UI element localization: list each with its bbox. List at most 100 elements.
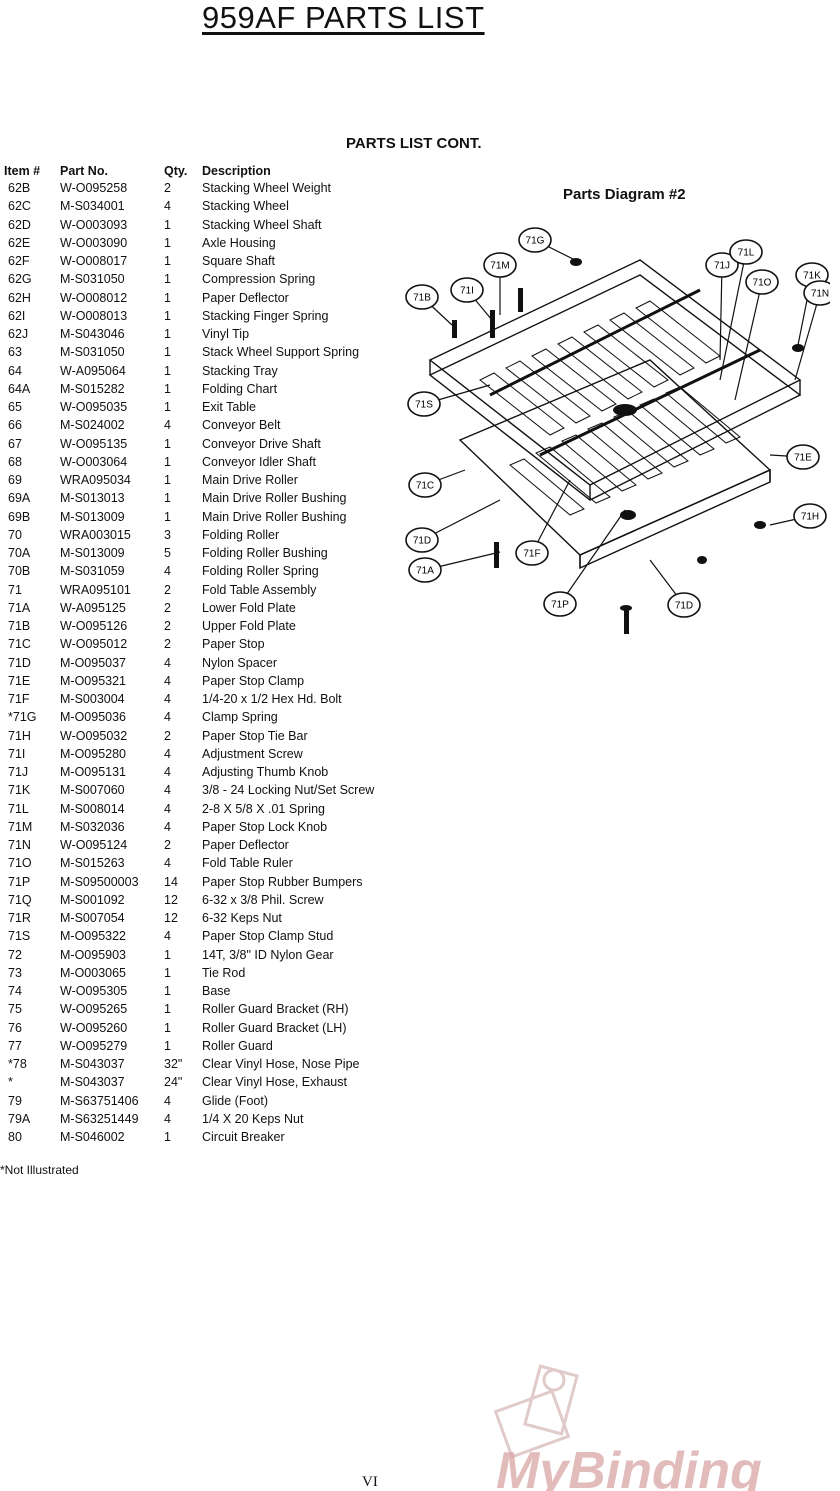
cell-qty: 1 xyxy=(164,290,171,305)
callout: 71S xyxy=(407,384,491,417)
cell-qty: 12 xyxy=(164,892,178,907)
cell-qty: 2 xyxy=(164,728,171,743)
cell-desc: Folding Chart xyxy=(202,381,278,396)
cell-desc: Paper Stop Rubber Bumpers xyxy=(202,874,363,889)
cell-part: W-O008017 xyxy=(60,254,128,269)
cell-item: 64A xyxy=(8,381,31,396)
cell-qty: 1 xyxy=(164,1002,171,1017)
cell-qty: 1 xyxy=(164,400,171,415)
cell-qty: 4 xyxy=(164,746,171,761)
cell-part: M-S046002 xyxy=(60,1130,125,1145)
callout-label: 71M xyxy=(490,261,509,272)
cell-qty: 1 xyxy=(164,381,171,396)
cell-desc: Main Drive Roller Bushing xyxy=(202,509,347,524)
cell-part: M-S001092 xyxy=(60,892,125,907)
cell-part: M-S031059 xyxy=(60,564,125,579)
callout: 71J xyxy=(705,252,739,361)
cell-item: 71B xyxy=(8,619,31,634)
cell-desc: Paper Stop xyxy=(202,637,265,652)
diagram-title: Parts Diagram #2 xyxy=(563,186,686,203)
cell-desc: Roller Guard Bracket (RH) xyxy=(202,1002,349,1017)
cell-qty: 32" xyxy=(164,1057,183,1072)
cell-qty: 4 xyxy=(164,801,171,816)
cell-item: 65 xyxy=(8,400,22,415)
cell-desc: Clamp Spring xyxy=(202,710,278,725)
cell-item: *71G xyxy=(8,710,37,725)
cell-part: M-S024002 xyxy=(60,418,125,433)
cell-item: 62D xyxy=(8,217,31,232)
cell-part: M-S003004 xyxy=(60,692,125,707)
callout: 71D xyxy=(405,499,501,553)
cell-item: 72 xyxy=(8,947,22,962)
cell-qty: 4 xyxy=(164,929,171,944)
cell-part: M-S63251449 xyxy=(60,1111,139,1126)
cell-part: M-S043037 xyxy=(60,1057,125,1072)
callout-label: 71A xyxy=(416,566,434,577)
cell-qty: 4 xyxy=(164,710,171,725)
cell-desc: Adjustment Screw xyxy=(202,746,303,761)
callout: 71E xyxy=(769,444,820,470)
cell-qty: 1 xyxy=(164,1130,171,1145)
cell-part: M-S013013 xyxy=(60,491,125,506)
cell-part: M-S031050 xyxy=(60,272,125,287)
cell-qty: 1 xyxy=(164,436,171,451)
cell-item: 71C xyxy=(8,637,31,652)
cell-part: W-O003093 xyxy=(60,217,128,232)
cell-desc: Paper Stop Tie Bar xyxy=(202,728,308,743)
callout: 71D xyxy=(649,559,701,618)
cell-item: 70A xyxy=(8,546,31,561)
cell-qty: 1 xyxy=(164,345,171,360)
cell-item: 62E xyxy=(8,235,31,250)
cell-qty: 2 xyxy=(164,637,171,652)
cell-desc: Vinyl Tip xyxy=(202,327,250,342)
cell-part: M-O095322 xyxy=(60,929,127,944)
cell-part: W-O095124 xyxy=(60,838,128,853)
cell-qty: 4 xyxy=(164,783,171,798)
cell-qty: 1 xyxy=(164,308,171,323)
cell-desc: Folding Roller xyxy=(202,527,280,542)
cell-desc: 3/8 - 24 Locking Nut/Set Screw xyxy=(202,783,375,798)
cell-qty: 4 xyxy=(164,819,171,834)
callout-label: 71F xyxy=(523,549,540,560)
callout: 71O xyxy=(734,269,779,401)
cell-part: M-O095280 xyxy=(60,746,127,761)
cell-part: M-O095131 xyxy=(60,765,127,780)
cell-part: M-S013009 xyxy=(60,509,125,524)
callout-label: 71S xyxy=(415,400,433,411)
cell-part: M-O095037 xyxy=(60,655,127,670)
cell-part: W-O095258 xyxy=(60,181,128,196)
cell-qty: 5 xyxy=(164,546,171,561)
cell-qty: 4 xyxy=(164,199,171,214)
cell-item: 62B xyxy=(8,181,31,196)
logo-wordmark: MyBinding xyxy=(496,1442,762,1491)
cell-item: 73 xyxy=(8,965,22,980)
cell-part: M-S015282 xyxy=(60,381,125,396)
cell-qty: 4 xyxy=(164,655,171,670)
cell-desc: Stacking Tray xyxy=(202,363,278,378)
cell-item: 76 xyxy=(8,1020,22,1035)
cell-item: 62I xyxy=(8,308,26,323)
cell-qty: 1 xyxy=(164,491,171,506)
cell-item: 71A xyxy=(8,600,31,615)
cell-item: 71E xyxy=(8,673,31,688)
cell-part: W-O095279 xyxy=(60,1038,128,1053)
cell-desc: Circuit Breaker xyxy=(202,1130,285,1145)
callout-label: 71E xyxy=(794,453,812,464)
knob-icon xyxy=(792,344,804,352)
cell-desc: Exit Table xyxy=(202,400,256,415)
cell-qty: 1 xyxy=(164,1020,171,1035)
